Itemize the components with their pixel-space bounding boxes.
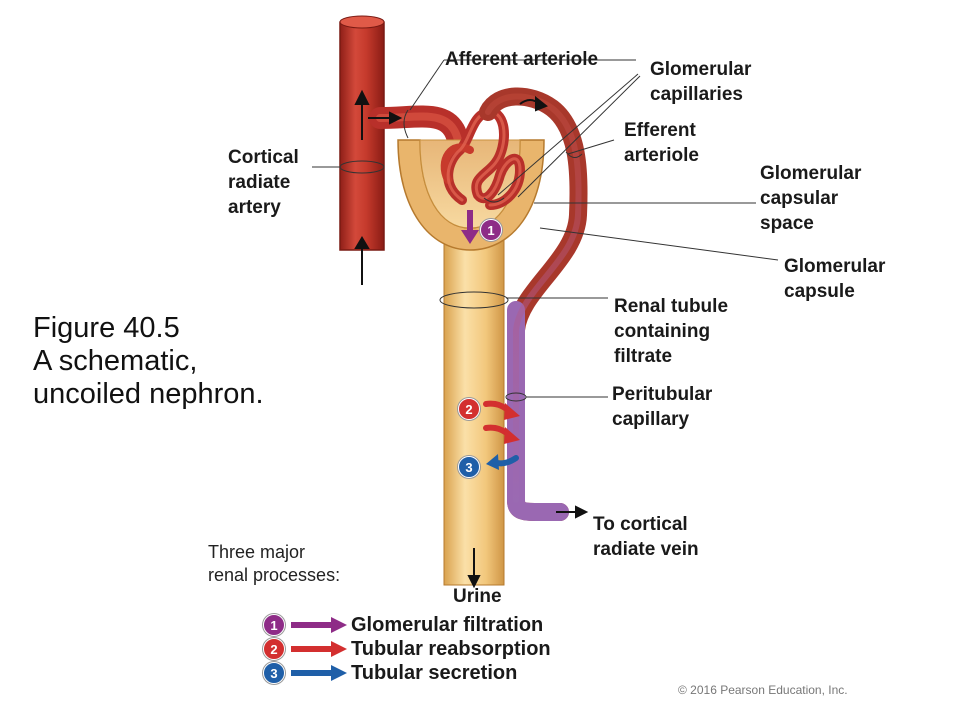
figure-caption: Figure 40.5 A schematic, uncoiled nephro… <box>33 312 264 410</box>
legend-badge-2: 2 <box>263 638 285 660</box>
secretion-arrow-icon <box>291 665 347 681</box>
copyright-notice: © 2016 Pearson Education, Inc. <box>678 683 848 697</box>
filtration-arrow-icon <box>291 617 347 633</box>
legend-item-reabsorption: 2 Tubular reabsorption <box>263 637 551 661</box>
label-glomerular-capillaries: Glomerular capillaries <box>650 59 752 105</box>
blood-flow-arrow-up <box>354 89 370 285</box>
marker-1-number: 1 <box>487 222 495 238</box>
marker-2-badge: 2 <box>458 398 480 420</box>
peritubular-capillary <box>507 301 569 521</box>
legend-item-secretion: 3 Tubular secretion <box>263 661 517 685</box>
label-efferent-arteriole: Efferent arteriole <box>624 120 699 166</box>
label-urine: Urine <box>453 586 502 607</box>
label-renal-tubule: Renal tubule containing filtrate <box>614 296 729 367</box>
marker-2-number: 2 <box>465 401 473 417</box>
legend-item-filtration: 1 Glomerular filtration <box>263 613 543 637</box>
flow-arrow-vein <box>556 505 589 519</box>
marker-3-badge: 3 <box>458 456 480 478</box>
legend-label-3: Tubular secretion <box>351 661 518 684</box>
label-glomerular-capsule: Glomerular capsule <box>784 256 886 302</box>
marker-3-number: 3 <box>465 459 473 475</box>
reabsorption-arrowheads <box>504 403 520 444</box>
label-to-cortical-radiate-vein: To cortical radiate vein <box>593 514 699 560</box>
secretion-arrow <box>486 454 519 470</box>
legend-number-3: 3 <box>270 665 278 681</box>
filtration-arrow <box>461 210 479 244</box>
urine-flow-arrow <box>467 548 481 589</box>
legend-intro: Three major renal processes: <box>208 542 341 585</box>
glomerular-capillaries <box>440 107 526 210</box>
reabsorption-arrow-icon <box>291 641 347 657</box>
legend-label-2: Tubular reabsorption <box>351 637 551 660</box>
legend-label-1: Glomerular filtration <box>351 613 544 636</box>
flow-arrow-afferent <box>368 111 403 125</box>
legend-badge-3: 3 <box>263 662 285 684</box>
label-peritubular-capillary: Peritubular capillary <box>612 384 713 430</box>
legend-badge-1: 1 <box>263 614 285 636</box>
legend-number-1: 1 <box>270 617 278 633</box>
marker-1-badge: 1 <box>480 219 502 241</box>
flow-arrow-efferent <box>519 95 548 112</box>
leader-lines <box>312 59 779 402</box>
label-afferent-arteriole: Afferent arteriole <box>445 49 599 70</box>
legend-number-2: 2 <box>270 641 278 657</box>
label-cortical-radiate-artery: Cortical radiate artery <box>228 147 299 218</box>
label-glomerular-capsular-space: Glomerular capsular space <box>760 163 862 234</box>
